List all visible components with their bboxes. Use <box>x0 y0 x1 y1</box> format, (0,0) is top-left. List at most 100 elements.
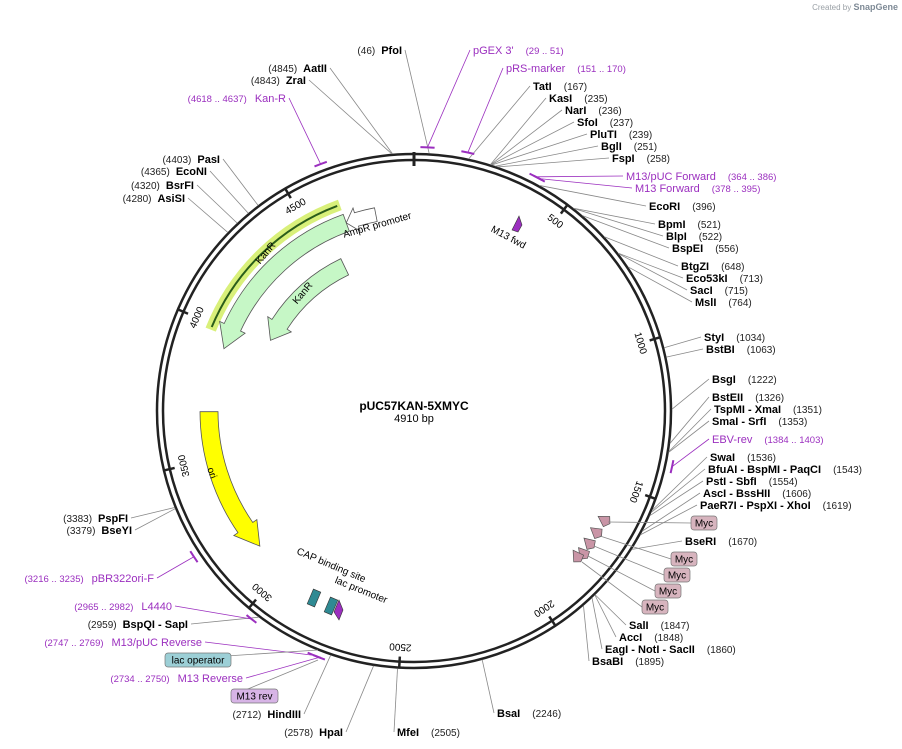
site-position: (4280) <box>123 194 152 205</box>
leader-bpmi <box>573 207 656 225</box>
cap-binding-site-label: CAP binding site <box>295 546 368 585</box>
site-pluti[interactable]: PluTI(239) <box>590 129 652 141</box>
site-bsteii[interactable]: BstEII(1326) <box>712 392 784 404</box>
site-name: BlpI <box>666 231 687 243</box>
site-bsrfi[interactable]: BsrFI(4320) <box>131 180 194 192</box>
site-position: (2505) <box>431 728 460 739</box>
primer-m13-fwd[interactable]: M13 Forward(378 .. 395) <box>533 174 761 195</box>
site-position: (2578) <box>284 728 313 739</box>
primer-leader-m13puc-fwd <box>535 175 624 178</box>
site-bseri[interactable]: BseRI(1670) <box>685 536 757 548</box>
site-name: SwaI <box>710 452 735 464</box>
site-bseyi[interactable]: BseYI(3379) <box>67 525 132 537</box>
site-sfoi[interactable]: SfoI(237) <box>577 117 633 129</box>
site-hpai[interactable]: HpaI(2578) <box>284 727 343 739</box>
lac-operator-box[interactable]: lac operator <box>164 652 232 668</box>
site-btgzi[interactable]: BtgZI(648) <box>681 261 744 273</box>
site-zrai[interactable]: ZraI(4843) <box>251 75 306 87</box>
site-asci[interactable]: AscI - BssHII(1606) <box>703 488 811 500</box>
site-position: (713) <box>740 274 763 285</box>
site-name: BseYI <box>101 525 132 537</box>
site-fspi[interactable]: FspI(258) <box>612 153 670 165</box>
site-tati[interactable]: TatI(167) <box>533 81 587 93</box>
site-nari[interactable]: NarI(236) <box>565 105 622 117</box>
primer-name: M13/pUC Reverse <box>112 637 202 649</box>
site-saci[interactable]: SacI(715) <box>690 285 748 297</box>
site-paer7i[interactable]: PaeR7I - PspXI - XhoI(1619) <box>700 500 852 512</box>
primer-l4440[interactable]: L4440(2965 .. 2982) <box>74 601 257 624</box>
site-bpmi[interactable]: BpmI(521) <box>658 219 721 231</box>
myc-box-4-box <box>654 583 682 599</box>
site-bfuai[interactable]: BfuAI - BspMI - PaqCI(1543) <box>708 464 862 476</box>
primer-range: (378 .. 395) <box>712 184 761 195</box>
site-aatii[interactable]: AatII(4845) <box>268 63 327 75</box>
site-hindiii[interactable]: HindIII(2712) <box>232 709 301 721</box>
site-pasi[interactable]: PasI(4403) <box>162 154 220 166</box>
site-sali[interactable]: SalI(1847) <box>629 620 689 632</box>
tick-label-2500: 2500 <box>389 640 412 652</box>
myc-box-1-box <box>690 515 718 531</box>
leader-acci <box>594 594 617 638</box>
primer-name: Kan-R <box>255 93 286 105</box>
primer-kanr-primer[interactable]: Kan-R(4618 .. 4637) <box>188 93 328 168</box>
myc-box-2[interactable]: Myc <box>670 551 698 567</box>
primer-mark <box>669 460 675 474</box>
site-name: FspI <box>612 153 635 165</box>
myc-box-4-leader <box>587 555 656 592</box>
site-tspmi[interactable]: TspMI - XmaI(1351) <box>714 404 822 416</box>
primer-pbr322[interactable]: pBR322ori-F(3216 .. 3235) <box>24 550 199 585</box>
site-bspqi[interactable]: BspQI - SapI(2959) <box>88 619 188 631</box>
primer-name: pGEX 3' <box>473 45 514 57</box>
primer-name: EBV-rev <box>712 434 753 446</box>
site-name: SalI <box>629 620 649 632</box>
site-eagi[interactable]: EagI - NotI - SacII(1860) <box>605 644 736 656</box>
site-blpi[interactable]: BlpI(522) <box>666 231 722 243</box>
primer-leader-pbr322 <box>156 556 195 579</box>
site-bsabi[interactable]: BsaBI(1895) <box>592 656 664 668</box>
myc-box-1[interactable]: Myc <box>690 515 718 531</box>
site-acci[interactable]: AccI(1848) <box>619 632 683 644</box>
kanr-outer-arrow <box>219 213 350 350</box>
myc-box-5[interactable]: Myc <box>641 599 669 615</box>
site-position: (1895) <box>635 657 664 668</box>
primer-pgex3[interactable]: pGEX 3'(29 .. 51) <box>420 45 564 149</box>
site-pfoi[interactable]: PfoI(46) <box>357 45 402 57</box>
site-position: (1670) <box>728 537 757 548</box>
site-bsgi[interactable]: BsgI(1222) <box>712 374 777 386</box>
site-ecori[interactable]: EcoRI(396) <box>649 201 716 213</box>
myc-box-3-text: Myc <box>668 571 686 582</box>
site-kasi[interactable]: KasI(235) <box>549 93 608 105</box>
leader-ecori <box>539 185 647 207</box>
primer-m13-rev[interactable]: M13 Reverse(2734 .. 2750) <box>110 654 326 685</box>
primer-range: (2965 .. 2982) <box>74 602 133 613</box>
site-position: (236) <box>598 106 621 117</box>
m13-rev-box[interactable]: M13 rev <box>230 688 279 704</box>
primer-range: (151 .. 170) <box>577 64 626 75</box>
leader-bfuai <box>651 468 706 513</box>
site-position: (235) <box>584 94 607 105</box>
site-eco53ki[interactable]: Eco53kI(713) <box>686 273 763 285</box>
site-name: BsaI <box>497 708 520 720</box>
myc-box-4[interactable]: Myc <box>654 583 682 599</box>
site-econi[interactable]: EcoNI(4365) <box>141 166 207 178</box>
site-asisi[interactable]: AsiSI(4280) <box>123 193 185 205</box>
site-bsai[interactable]: BsaI(2246) <box>497 708 561 720</box>
site-pspfi[interactable]: PspFI(3383) <box>63 513 128 525</box>
myc-box-3[interactable]: Myc <box>663 567 691 583</box>
tick-label-1000: 1000 <box>631 331 648 356</box>
primer-prs[interactable]: pRS-marker(151 .. 170) <box>461 63 626 155</box>
site-position: (2712) <box>232 710 261 721</box>
kanr-highlight-line <box>210 204 338 328</box>
site-bspei[interactable]: BspEI(556) <box>672 243 739 255</box>
primer-ebv-rev[interactable]: EBV-rev(1384 .. 1403) <box>669 434 824 474</box>
site-smai[interactable]: SmaI - SrfI(1353) <box>712 416 807 428</box>
site-msli[interactable]: MslI(764) <box>695 297 752 309</box>
leader-pluti <box>491 133 588 166</box>
site-psti[interactable]: PstI - SbfI(1554) <box>706 476 798 488</box>
leader-mfei <box>393 668 398 733</box>
site-styi[interactable]: StyI(1034) <box>704 332 765 344</box>
site-mfei[interactable]: MfeI(2505) <box>397 727 460 739</box>
site-bgli[interactable]: BglI(251) <box>601 141 657 153</box>
site-bstbi[interactable]: BstBI(1063) <box>706 344 776 356</box>
site-swai[interactable]: SwaI(1536) <box>710 452 776 464</box>
